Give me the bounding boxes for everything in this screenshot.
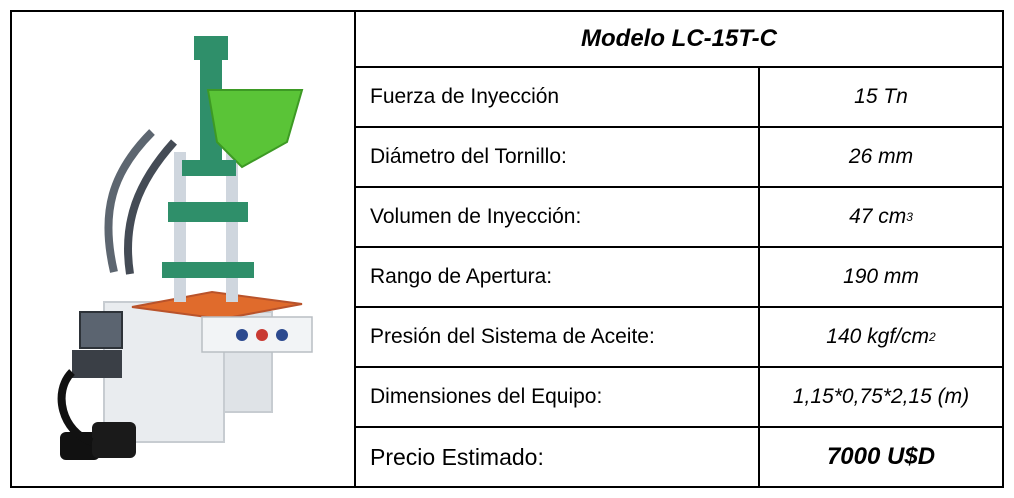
spec-label: Dimensiones del Equipo: <box>356 368 760 426</box>
spec-row: Dimensiones del Equipo: 1,15*0,75*2,15 (… <box>356 368 1002 428</box>
column-divider <box>354 12 356 486</box>
price-label: Precio Estimado: <box>356 428 760 486</box>
spec-value-text: 140 kgf/cm <box>826 325 930 348</box>
spec-label: Diámetro del Tornillo: <box>356 128 760 186</box>
price-value: 7000 U$D <box>826 443 936 470</box>
spec-table: Modelo LC-15T-C Fuerza de Inyección 15 T… <box>10 10 1004 488</box>
spec-label: Volumen de Inyección: <box>356 188 760 246</box>
spec-row: Fuerza de Inyección 15 Tn <box>356 68 1002 128</box>
specs-section: Modelo LC-15T-C Fuerza de Inyección 15 T… <box>356 12 1002 486</box>
injection-molding-machine-icon <box>12 12 354 486</box>
spec-row: Presión del Sistema de Aceite: 140 kgf/c… <box>356 308 1002 368</box>
spec-label: Presión del Sistema de Aceite: <box>356 308 760 366</box>
spec-value-text: 47 cm <box>849 205 907 228</box>
machine-image-cell <box>12 12 354 486</box>
model-title: Modelo LC-15T-C <box>356 12 1002 68</box>
spec-label: Fuerza de Inyección <box>356 68 760 126</box>
spec-value: 15 Tn <box>854 85 908 108</box>
spec-value: 26 mm <box>848 145 914 168</box>
spec-row: Rango de Apertura: 190 mm <box>356 248 1002 308</box>
spec-value: 190 mm <box>843 265 919 288</box>
price-row: Precio Estimado: 7000 U$D <box>356 428 1002 486</box>
spec-value: 1,15*0,75*2,15 (m) <box>792 385 970 408</box>
spec-label: Rango de Apertura: <box>356 248 760 306</box>
spec-row: Diámetro del Tornillo: 26 mm <box>356 128 1002 188</box>
